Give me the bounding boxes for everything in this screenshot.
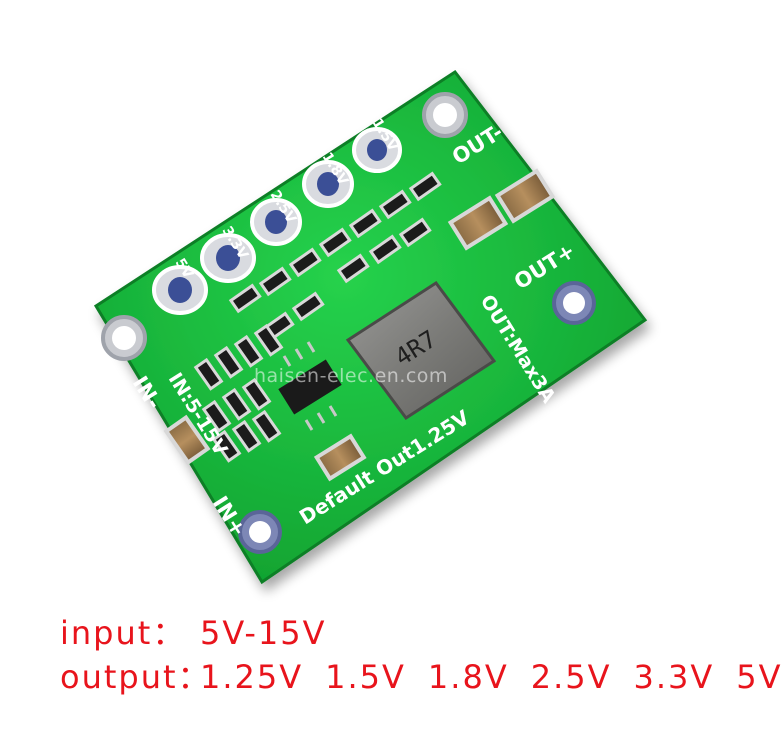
mounting-hole bbox=[422, 92, 468, 138]
select-pad bbox=[302, 160, 354, 208]
voltage-select-pads bbox=[152, 127, 402, 315]
output-label: output： bbox=[60, 658, 212, 696]
pcb-board-photo: 4R7 OUT- OUT+ OUT:Max3A Default Out1.25V… bbox=[93, 69, 648, 585]
input-label: input： bbox=[60, 614, 187, 652]
output-value: 1.5V bbox=[325, 658, 406, 696]
smd-resistors bbox=[193, 171, 442, 463]
watermark-text: haisen-elec.en.com bbox=[254, 365, 448, 387]
select-pad bbox=[152, 265, 208, 315]
input-value: 5V-15V bbox=[200, 614, 327, 652]
input-capacitor bbox=[163, 414, 211, 466]
output-value: 3.3V bbox=[633, 658, 715, 696]
select-pad bbox=[352, 127, 402, 173]
mounting-hole bbox=[101, 315, 147, 361]
mounting-hole bbox=[238, 510, 282, 554]
output-value: 5V bbox=[736, 658, 783, 696]
output-spec-line: output：1.25V 1.5V 1.8V 2.5V 3.3V 5V bbox=[60, 652, 783, 698]
input-spec-line: input： 5V-15V bbox=[60, 608, 327, 654]
select-pad bbox=[200, 233, 256, 283]
input-capacitor bbox=[313, 433, 367, 482]
output-values: 1.25V 1.5V 1.8V 2.5V 3.3V 5V bbox=[200, 658, 783, 696]
select-pad bbox=[250, 198, 302, 246]
mounting-holes bbox=[101, 92, 596, 554]
ceramic-capacitors bbox=[163, 168, 556, 482]
mounting-hole bbox=[552, 281, 596, 325]
output-capacitor bbox=[447, 195, 509, 251]
power-inductor: 4R7 bbox=[345, 280, 497, 421]
output-capacitor bbox=[494, 168, 556, 224]
controller-chip bbox=[278, 341, 342, 431]
output-value: 2.5V bbox=[530, 658, 612, 696]
output-value: 1.8V bbox=[427, 658, 509, 696]
output-value: 1.25V bbox=[200, 658, 304, 696]
